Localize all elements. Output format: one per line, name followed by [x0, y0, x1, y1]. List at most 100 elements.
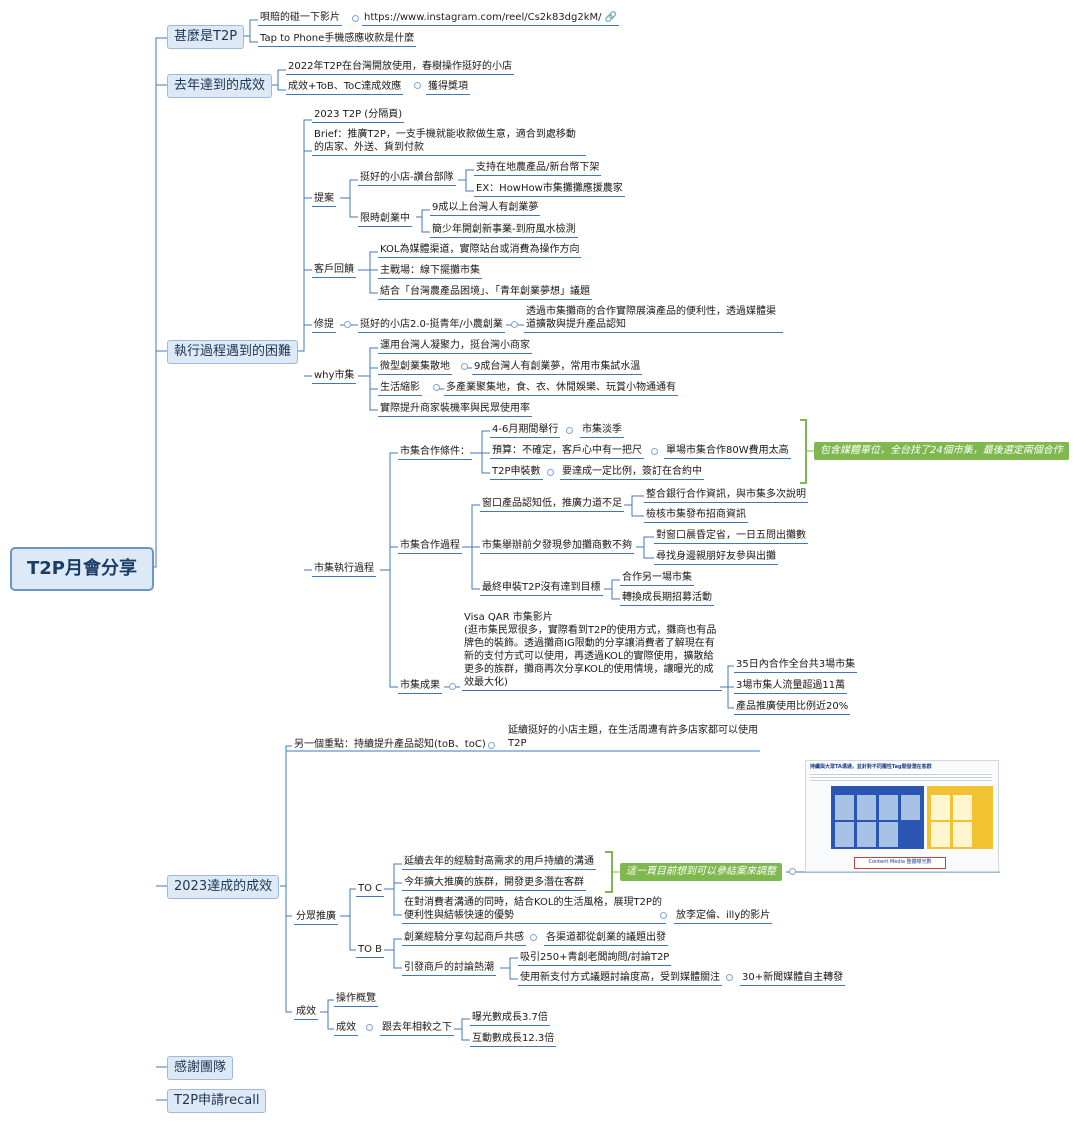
toc-item-3[interactable]: 在對消費者溝通的同時，結合KOL的生活風格，展現T2P的便利性與結帳快速的優勢: [402, 896, 666, 924]
why-market-item-4[interactable]: 實際提升商家裝機率與民眾使用率: [378, 402, 532, 417]
last-year-award[interactable]: 獲得獎項: [426, 80, 470, 95]
coop-problem-2[interactable]: 市集舉辦前夕發現參加攤商數不夠: [480, 539, 634, 554]
coop-problem-1[interactable]: 窗口產品認知低，推廣力道不足: [480, 497, 624, 512]
last-year-result[interactable]: 成效+ToB、ToC達成效應: [286, 80, 404, 95]
root-topic[interactable]: T2P月會分享: [10, 547, 154, 591]
branch-last-year[interactable]: 去年達到的成效: [167, 74, 273, 98]
feedback-item-2[interactable]: 主戰場：線下擺攤市集: [378, 264, 482, 279]
coop-problem-1-a[interactable]: 整合銀行合作資訊，與市集多次說明: [644, 488, 808, 503]
branch-what-is-t2p[interactable]: 甚麼是T2P: [167, 25, 245, 49]
toc-callout[interactable]: 這一頁目前想到可以參結案來調整: [620, 863, 782, 881]
tob-item-2-b[interactable]: 使用新支付方式議題討論度高，受到媒體關注: [518, 971, 722, 986]
why-market-item-1[interactable]: 運用台灣人凝聚力，挺台灣小商家: [378, 339, 532, 354]
why-market-item-3-detail[interactable]: 多產業聚集地，食、衣、休閒娛樂、玩賞小物通通有: [444, 381, 678, 396]
market-results-video[interactable]: Visa QAR 市集影片 (逛市集民眾很多，實際看到T2P的使用方式，攤商也有…: [462, 611, 722, 691]
connector-dot: [461, 363, 468, 370]
connector-dot: [660, 912, 667, 919]
toc-node[interactable]: TO C: [356, 882, 385, 897]
toc-item-3-detail[interactable]: 放李定倫、illy的影片: [674, 909, 773, 924]
link-icon[interactable]: 🔗: [604, 12, 618, 23]
coop-problem-3[interactable]: 最終申裝T2P沒有達到目標: [480, 581, 603, 596]
client-feedback-node[interactable]: 客戶回饋: [312, 263, 356, 278]
effect-compare[interactable]: 跟去年相較之下: [380, 1021, 454, 1036]
last-year-opened[interactable]: 2022年T2P在台灣開放使用，春樹操作挺好的小店: [286, 60, 514, 75]
market-process-node[interactable]: 市集執行過程: [312, 562, 376, 577]
market-coop-node[interactable]: 市集合作過程: [398, 539, 462, 554]
market-result-1[interactable]: 35日內合作全台共3場市集: [734, 658, 858, 673]
t2p-2023-item[interactable]: 2023 T2P (分隔頁): [312, 108, 405, 123]
why-market-item-3[interactable]: 生活縮影: [378, 381, 422, 396]
limited-node[interactable]: 限時創業中: [358, 212, 412, 227]
revision-node[interactable]: 修提: [312, 318, 336, 333]
tob-item-2-a[interactable]: 吸引250+青創老闆詢問/討論T2P: [518, 951, 672, 966]
nice-shop-node[interactable]: 挺好的小店-讚台部隊: [358, 171, 456, 186]
thumbnail-text-lines: [810, 772, 992, 782]
condition-3-detail[interactable]: 要達成一定比例，簽訂在合約中: [560, 465, 704, 480]
feedback-item-1[interactable]: KOL為媒體渠道，實際站台或消費為操作方向: [378, 243, 582, 258]
nice-shop-detail-2[interactable]: EX：HowHow市集攤攤應援農家: [474, 182, 625, 197]
condition-1-detail[interactable]: 市集淡季: [580, 423, 624, 438]
connector-dot: [352, 15, 359, 22]
connector-dot: [414, 82, 421, 89]
market-result-3[interactable]: 產品推廣使用比例近20%: [734, 700, 851, 715]
tob-item-2[interactable]: 引發商戶的討論熱潮: [402, 961, 496, 976]
coop-problem-3-a[interactable]: 合作另一場市集: [620, 571, 694, 586]
condition-2[interactable]: 預算：不確定，客戶心中有一把尺: [490, 444, 644, 459]
effect-overview[interactable]: 操作概覽: [334, 992, 378, 1007]
effect-metric-1[interactable]: 曝光數成長3.7倍: [470, 1011, 550, 1026]
connector-dot: [488, 742, 495, 749]
conditions-callout[interactable]: 包含媒體單位，全台找了24個市集，最後選定兩個合作: [814, 442, 1069, 460]
connector-dot: [789, 868, 796, 875]
thumbnail-photo: [879, 822, 898, 847]
coop-problem-2-b[interactable]: 尋找身邊親朋好友參與出攤: [654, 550, 778, 565]
brief-item[interactable]: Brief：推廣T2P，一支手機就能收款做生意，適合到處移動的店家、外送、貨到付…: [312, 128, 586, 156]
thumbnail-photo: [835, 795, 854, 820]
coop-problem-1-b[interactable]: 檢核市集發布招商資訊: [644, 508, 748, 523]
market-result-2[interactable]: 3場市集人流量超過11萬: [734, 679, 848, 694]
condition-3[interactable]: T2P申裝數: [490, 465, 543, 480]
tap-to-phone-item[interactable]: Tap to Phone手機感應收款是什麼: [258, 32, 417, 47]
effect-sub[interactable]: 成效: [334, 1021, 358, 1036]
video-url[interactable]: https://www.instagram.com/reel/Cs2k83dg2…: [362, 11, 620, 26]
coop-problem-2-a[interactable]: 對窗口晨昏定省，一日五問出攤數: [654, 529, 808, 544]
why-market-item-2[interactable]: 微型創業集散地: [378, 360, 452, 375]
segmented-node[interactable]: 分眾推廣: [294, 910, 338, 925]
toc-item-2[interactable]: 今年擴大推廣的族群，開發更多潛在客群: [402, 876, 586, 891]
thumbnail-title: 持續與大眾TA溝通，並針對不同屬性Tag開發潛在客群: [810, 764, 932, 770]
tob-item-1-detail[interactable]: 各渠道都從創業的議題出發: [544, 931, 668, 946]
tob-node[interactable]: TO B: [356, 943, 385, 958]
connector-dot: [433, 384, 440, 391]
thumbnail-photo: [879, 795, 898, 820]
thumbnail-photo: [931, 822, 950, 847]
feedback-item-3[interactable]: 結合「台灣農產品困境」、「青年創業夢想」議題: [378, 285, 592, 300]
effect-node[interactable]: 成效: [294, 1005, 318, 1020]
focus-node[interactable]: 另一個重點：持續提升產品認知(toB、toC): [294, 739, 486, 750]
limited-detail-1[interactable]: 9成以上台灣人有創業夢: [430, 201, 541, 216]
slide-thumbnail[interactable]: 持續與大眾TA溝通，並針對不同屬性Tag開發潛在客群 Content Media…: [805, 760, 999, 872]
branch-recall[interactable]: T2P申請recall: [167, 1089, 267, 1113]
coop-problem-3-b[interactable]: 轉換成長期招募活動: [620, 591, 714, 606]
effect-metric-2[interactable]: 互動數成長12.3倍: [470, 1032, 557, 1047]
thumbnail-footer: Content Media 整體曝光數: [868, 859, 932, 865]
condition-2-detail[interactable]: 單場市集合作80W費用太高: [664, 444, 791, 459]
branch-2023-achieved[interactable]: 2023達成的成效: [167, 875, 280, 899]
market-conditions-node[interactable]: 市集合作條件：: [398, 445, 472, 460]
branch-difficulties[interactable]: 執行過程遇到的困難: [167, 340, 299, 364]
revision-detail[interactable]: 透過市集攤商的合作實際展演產品的便利性，透過媒體渠道擴散與提升產品認知: [524, 305, 783, 333]
market-results-node[interactable]: 市集成果: [398, 679, 442, 694]
why-market-item-2-detail[interactable]: 9成台灣人有創業夢，常用市集試水溫: [472, 360, 643, 375]
branch-thanks[interactable]: 感謝團隊: [167, 1056, 234, 1080]
tob-item-2-b-detail[interactable]: 30+新聞媒體自主轉發: [740, 971, 846, 986]
limited-detail-2[interactable]: 簡少年開創新事業-到府風水檢測: [430, 223, 578, 238]
connector-dot: [511, 321, 518, 328]
why-market-node[interactable]: why市集: [312, 369, 357, 384]
connector-dot: [547, 469, 554, 476]
thumbnail-photo: [857, 822, 876, 847]
condition-1[interactable]: 4-6月期間舉行: [490, 423, 561, 438]
focus-detail[interactable]: 延續挺好的小店主題，在生活周遭有許多店家都可以使用T2P: [508, 725, 758, 749]
toc-item-1[interactable]: 延續去年的經驗對高需求的用戶持續的溝通: [402, 855, 596, 870]
nice-shop-detail-1[interactable]: 支持在地農產品/新台幣下架: [474, 161, 602, 176]
proposal-node[interactable]: 提案: [312, 192, 336, 207]
tob-item-1[interactable]: 創業經驗分享勾起商戶共感: [402, 931, 526, 946]
revision-topic[interactable]: 挺好的小店2.0-挺青年/小農創業: [358, 318, 505, 333]
